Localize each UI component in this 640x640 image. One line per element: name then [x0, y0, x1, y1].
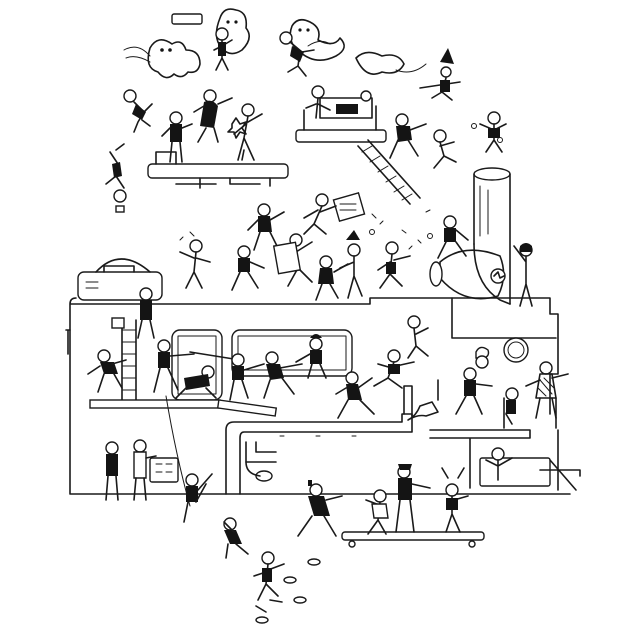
people-center-brawl: [179, 215, 533, 307]
people-top-right: [305, 85, 507, 169]
control-panel-area: [105, 395, 285, 613]
middle-fight-crowd: [179, 123, 533, 307]
top-right-platform: [295, 85, 507, 205]
footprints: [255, 558, 321, 624]
chimney-cannon: [429, 167, 511, 305]
right-side-people: [407, 346, 569, 425]
debris-particles: [179, 123, 503, 250]
people-left-platform: [87, 287, 241, 399]
witch-on-broom: [419, 48, 461, 101]
machine-window-left: [171, 329, 223, 401]
ladder-diagonal: [357, 139, 421, 205]
person-with-papers: [303, 191, 366, 235]
flying-people-top: [123, 27, 461, 133]
skate-platform: [296, 447, 513, 548]
person-falling-far-left: [105, 143, 127, 213]
hanging-rope-people: [165, 395, 285, 613]
person-with-umbrella: [213, 27, 233, 71]
fighters-top-left: [161, 89, 263, 163]
machine-window-center: [231, 329, 353, 377]
ghost-sign: [171, 13, 203, 25]
window-fighters: [229, 315, 429, 419]
person-diving-top: [279, 31, 315, 77]
person-falling-left: [123, 89, 153, 133]
platform-people: [296, 447, 513, 537]
top-left-platform: [147, 89, 289, 189]
control-panel: [149, 457, 179, 483]
person-throwing: [247, 203, 285, 251]
left-ladder-platform: [87, 287, 278, 417]
ghost-group: [123, 8, 427, 79]
ghost-left: [147, 39, 201, 79]
ghost-far-right: [355, 51, 405, 75]
